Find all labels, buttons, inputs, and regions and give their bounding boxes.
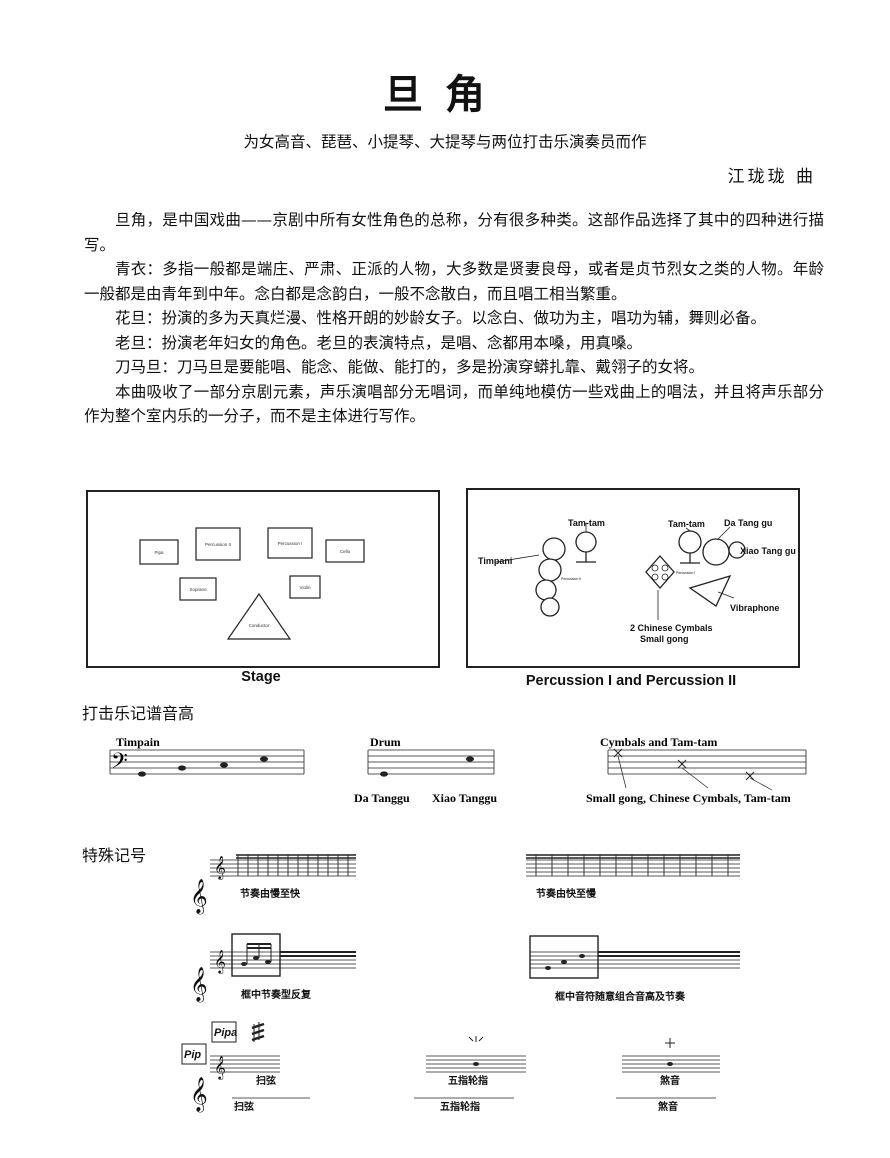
notation-caption: 五指轮指 <box>440 1100 480 1113</box>
stage-label: Soprano <box>189 587 207 592</box>
treble-clef-icon: 𝄞 <box>214 857 226 880</box>
stage-box-pipa <box>139 539 179 565</box>
notation-caption: 五指轮指 <box>448 1074 488 1087</box>
pitch-notation: 𝄢 Timpain Drum Da Tanggu Xiao Tanggu Cym… <box>109 735 807 805</box>
stage-label: Cello <box>340 549 351 554</box>
stage-label: Percussion II <box>205 542 231 547</box>
timpani-label: Timpain <box>116 735 160 749</box>
treble-clef-icon: 𝄞 <box>190 879 208 915</box>
pipa-label: Pipa <box>214 1027 237 1039</box>
treble-clef-icon: 𝄞 <box>214 1057 226 1080</box>
paragraph: 青衣：多指一般都是端庄、严肃、正派的人物，大多数是贤妻良母，或者是贞节烈女之类的… <box>84 260 824 303</box>
stage-label: Pipa <box>154 550 164 555</box>
notation-caption: 节奏由慢至快 <box>240 887 301 900</box>
pitch-section-heading: 打击乐记谱音高 <box>82 704 195 723</box>
perc-label: Percussion I <box>676 571 695 575</box>
treble-clef-icon: 𝄞 <box>190 967 208 1003</box>
notation-caption: 煞音 <box>657 1100 678 1113</box>
cymbals-label: Cymbals and Tam-tam <box>600 735 717 749</box>
notation-caption: 框中节奏型反复 <box>241 988 312 1001</box>
subtitle: 为女高音、琵琶、小提琴、大提琴与两位打击乐演奏员而作 <box>243 133 647 151</box>
treble-clef-icon: 𝄞 <box>214 951 226 974</box>
stage-label: Conductor <box>249 623 270 628</box>
paragraph: 老旦：扮演老年妇女的角色。老旦的表演特点，是唱、念都用本嗓，用真嗓。 <box>115 333 643 352</box>
stage-label: Percussion I <box>278 541 303 546</box>
pipa-label-short: Pip <box>184 1049 201 1061</box>
perc-label: Timpani <box>478 556 512 566</box>
paragraph: 旦角，是中国戏曲——京剧中所有女性角色的总称，分有很多种类。这部作品选择了其中的… <box>84 211 824 254</box>
drum-label: Drum <box>370 735 401 749</box>
page-title: 旦角 <box>383 71 507 118</box>
special-notation: 𝄞 𝄞 𝄞 𝄞 𝄞 𝄞 节奏由慢至快 节奏由快至慢 框中节奏型反复 框中音符随意… <box>181 854 740 1113</box>
stage-box-percussion-1 <box>267 527 313 559</box>
treble-clef-icon: 𝄞 <box>190 1077 208 1113</box>
stage-conductor-triangle <box>226 592 292 640</box>
notation-caption: 扫弦 <box>234 1100 254 1113</box>
body-text: 旦角，是中国戏曲——京剧中所有女性角色的总称，分有很多种类。这部作品选择了其中的… <box>84 208 824 429</box>
stage-box-soprano <box>179 577 217 601</box>
stage-box-percussion-2 <box>195 527 241 561</box>
da-tanggu-label: Da Tanggu <box>354 791 410 805</box>
perc-label: Tam-tam <box>668 519 705 529</box>
stage-diagram: Pipa Percussion II Percussion I Cello So… <box>86 490 440 668</box>
special-section-heading: 特殊记号 <box>82 846 147 865</box>
cymbals-notes-label: Small gong, Chinese Cymbals, Tam-tam <box>586 791 791 805</box>
perc-label: Tam-tam <box>568 518 605 528</box>
perc-label: Da Tang gu <box>724 518 772 528</box>
notation-caption: 节奏由快至慢 <box>536 887 597 900</box>
stage-box-cello <box>325 539 365 563</box>
notation-caption: 扫弦 <box>256 1074 276 1087</box>
notation-caption: 框中音符随意组合音高及节奏 <box>555 990 686 1003</box>
bass-clef-icon: 𝄢 <box>111 748 128 778</box>
perc-label: Xiao Tang gu <box>740 546 796 556</box>
percussion-caption: Percussion I and Percussion II <box>525 673 737 689</box>
paragraph: 本曲吸收了一部分京剧元素，声乐演唱部分无唱词，而单纯地模仿一些戏曲上的唱法，并且… <box>84 382 824 426</box>
percussion-diagram: Tam-tam Timpani Percussion II Tam-tam Da… <box>466 488 800 668</box>
composer: 江珑珑 曲 <box>727 167 816 187</box>
paragraph: 花旦：扮演的多为天真烂漫、性格开朗的妙龄女子。以念白、做功为主，唱功为辅，舞则必… <box>115 309 767 327</box>
perc-label: Percussion II <box>561 577 581 581</box>
perc-label: Small gong <box>640 634 689 644</box>
xiao-tanggu-label: Xiao Tanggu <box>432 791 497 805</box>
notation-caption: 煞音 <box>659 1074 680 1087</box>
perc-label: Vibraphone <box>730 603 779 613</box>
stage-caption: Stage <box>241 669 281 685</box>
stage-box-violin <box>289 575 321 599</box>
stage-label: Violin <box>300 585 311 590</box>
paragraph: 刀马旦：刀马旦是要能唱、能念、能做、能打的，多是扮演穿蟒扎靠、戴翎子的女将。 <box>115 358 705 376</box>
perc-label: 2 Chinese Cymbals <box>630 623 713 633</box>
